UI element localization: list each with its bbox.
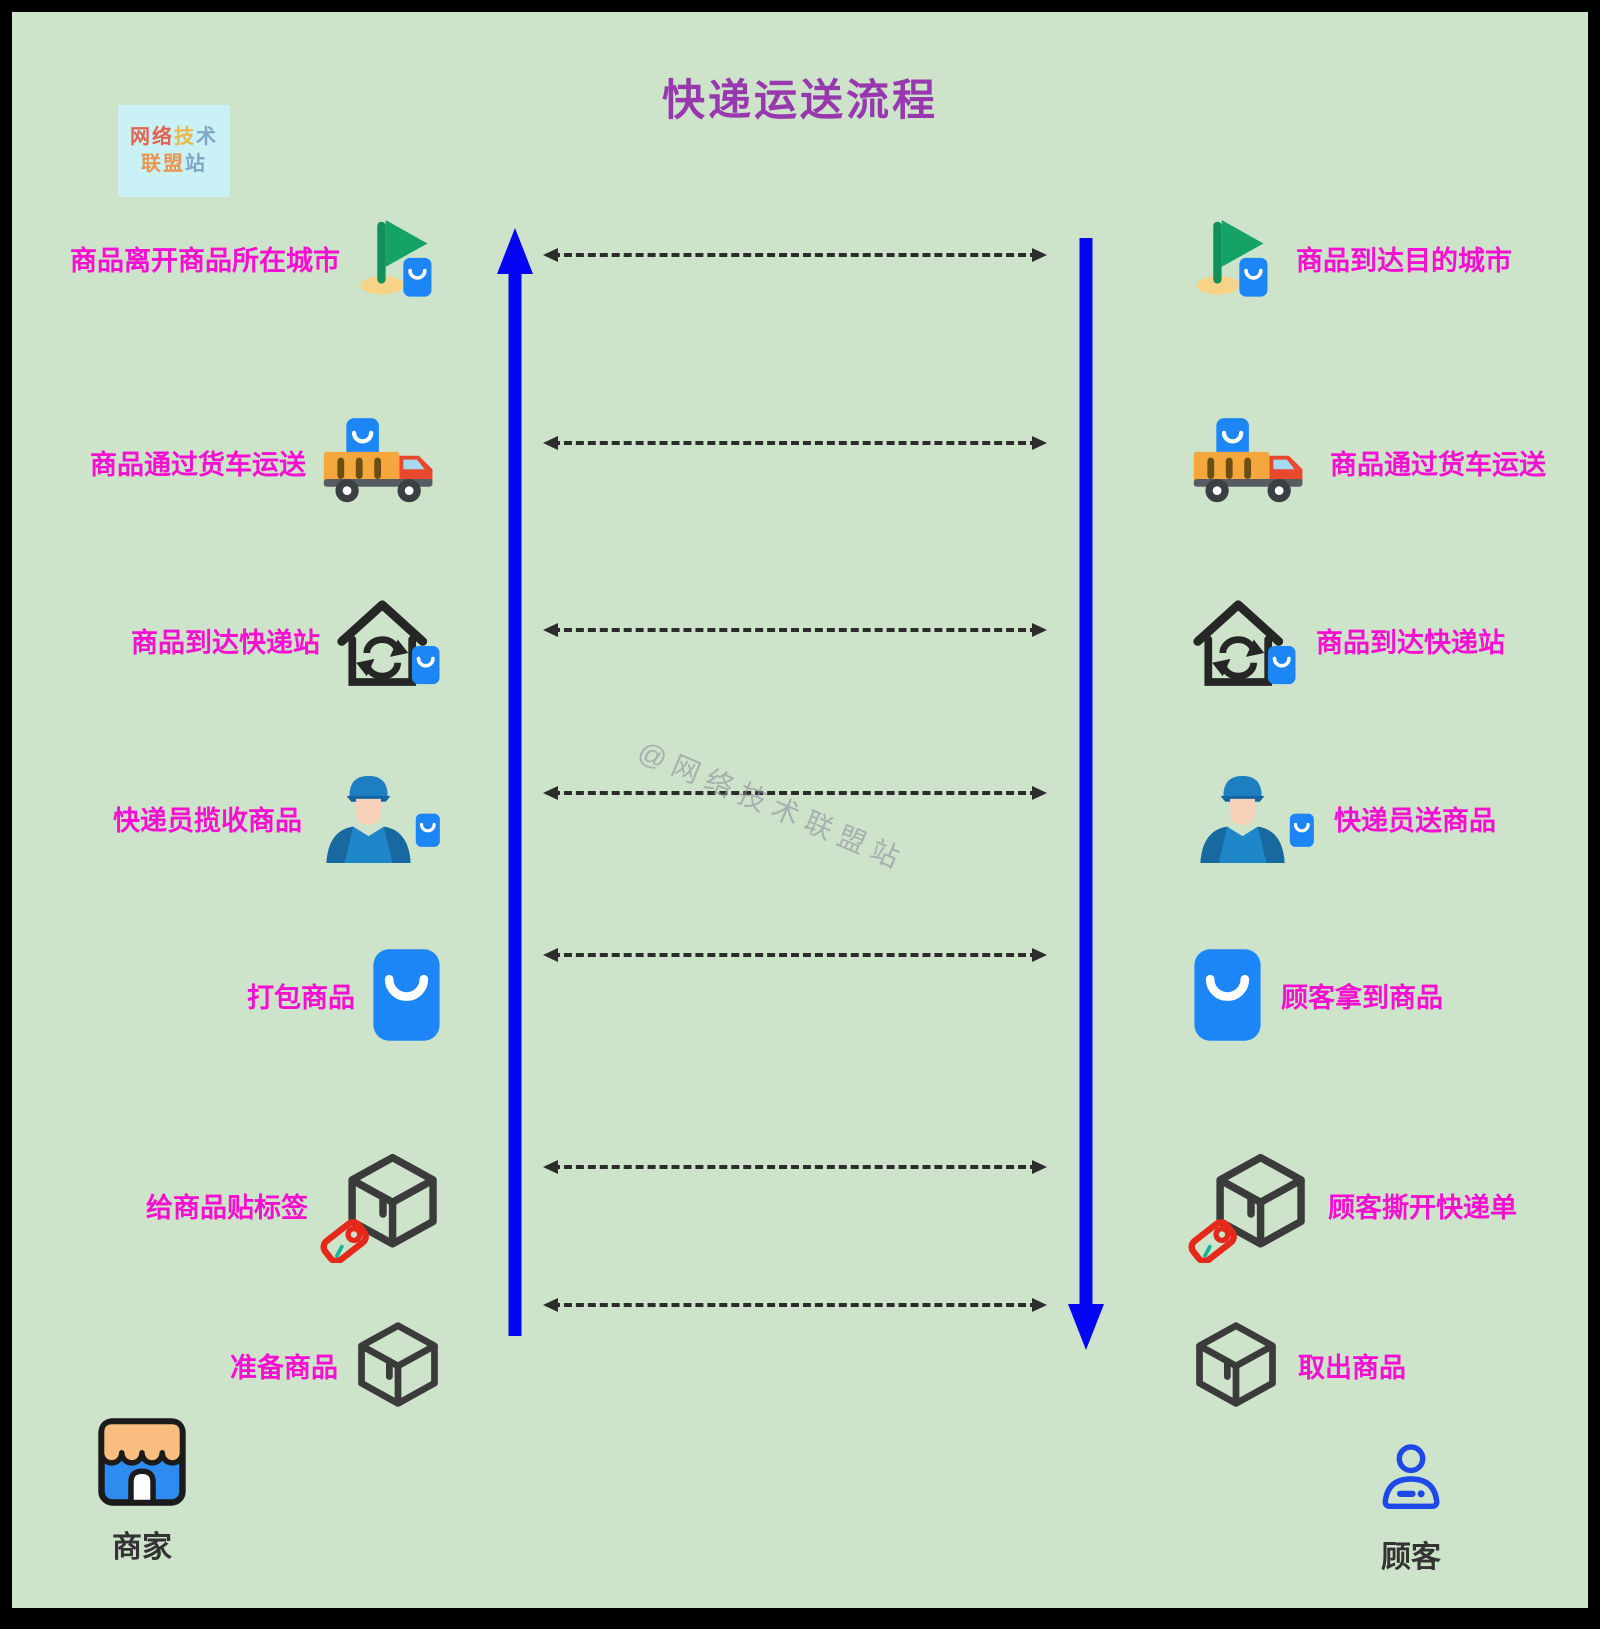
step-label: 顾客撕开快递单 xyxy=(1328,1192,1517,1223)
step-row-right: 商品到达目的城市 xyxy=(1188,196,1588,320)
box-icon xyxy=(350,1317,446,1413)
step-row-right: 商品到达快递站 xyxy=(1188,578,1588,702)
step-label: 商品通过货车运送 xyxy=(1330,449,1546,480)
step-label: 商品到达快递站 xyxy=(131,627,320,658)
delivery-truck-icon xyxy=(318,413,446,512)
step-row-right: 顾客撕开快递单 xyxy=(1188,1143,1588,1267)
site-logo-text: 网络技术联盟站 xyxy=(130,126,218,175)
step-label: 商品通过货车运送 xyxy=(90,449,306,480)
delivery-station-icon xyxy=(1188,591,1302,690)
person-icon xyxy=(1372,1440,1450,1518)
step-label: 商品到达目的城市 xyxy=(1296,245,1512,276)
step-row-left: 商品通过货车运送 xyxy=(60,400,446,524)
merchant-actor: 商家 xyxy=(96,1416,188,1566)
store-icon xyxy=(96,1416,188,1508)
step-row-right: 取出商品 xyxy=(1188,1303,1588,1427)
customer-actor: 顾客 xyxy=(1372,1440,1450,1576)
bidirectional-dashed-arrow xyxy=(543,436,1047,450)
step-label: 给商品贴标签 xyxy=(146,1192,308,1223)
step-label: 取出商品 xyxy=(1298,1352,1406,1383)
step-row-right: 快递员送商品 xyxy=(1188,756,1588,880)
step-label: 打包商品 xyxy=(247,982,355,1013)
step-row-left: 商品离开商品所在城市 xyxy=(60,196,446,320)
step-row-left: 快递员揽收商品 xyxy=(60,756,446,880)
downward-flow-arrow xyxy=(1068,238,1104,1350)
step-label: 商品到达快递站 xyxy=(1316,627,1505,658)
site-logo: 网络技术联盟站 xyxy=(118,105,230,197)
bidirectional-dashed-arrow xyxy=(543,786,1047,800)
step-row-right: 顾客拿到商品 xyxy=(1188,933,1588,1057)
step-label: 准备商品 xyxy=(230,1352,338,1383)
diagram-canvas xyxy=(12,12,1588,1608)
merchant-label: 商家 xyxy=(112,1531,172,1564)
delivery-truck-icon xyxy=(1188,413,1316,512)
delivery-station-icon xyxy=(332,591,446,690)
upward-flow-arrow xyxy=(497,228,533,1336)
courier-icon xyxy=(1188,769,1320,867)
step-label: 商品离开商品所在城市 xyxy=(70,245,340,276)
page-title: 快递运送流程 xyxy=(662,77,938,125)
box-icon xyxy=(1188,1317,1284,1413)
flag-location-icon xyxy=(352,215,446,302)
bidirectional-dashed-arrow xyxy=(543,248,1047,262)
step-label: 快递员揽收商品 xyxy=(113,805,302,836)
step-row-left: 打包商品 xyxy=(60,933,446,1057)
shopping-bag-icon xyxy=(1188,943,1267,1047)
step-label: 顾客拿到商品 xyxy=(1281,982,1443,1013)
step-row-left: 准备商品 xyxy=(60,1303,446,1427)
bidirectional-dashed-arrow xyxy=(543,1160,1047,1174)
bidirectional-dashed-arrow xyxy=(543,623,1047,637)
step-row-left: 给商品贴标签 xyxy=(60,1143,446,1267)
customer-label: 顾客 xyxy=(1381,1541,1441,1574)
tagged-box-icon xyxy=(1188,1148,1314,1263)
bidirectional-dashed-arrow xyxy=(543,1298,1047,1312)
shopping-bag-icon xyxy=(367,943,446,1047)
step-label: 快递员送商品 xyxy=(1334,805,1496,836)
step-row-right: 商品通过货车运送 xyxy=(1188,400,1588,524)
flag-location-icon xyxy=(1188,215,1282,302)
courier-icon xyxy=(314,769,446,867)
bidirectional-dashed-arrow xyxy=(543,948,1047,962)
step-row-left: 商品到达快递站 xyxy=(60,578,446,702)
tagged-box-icon xyxy=(320,1148,446,1263)
